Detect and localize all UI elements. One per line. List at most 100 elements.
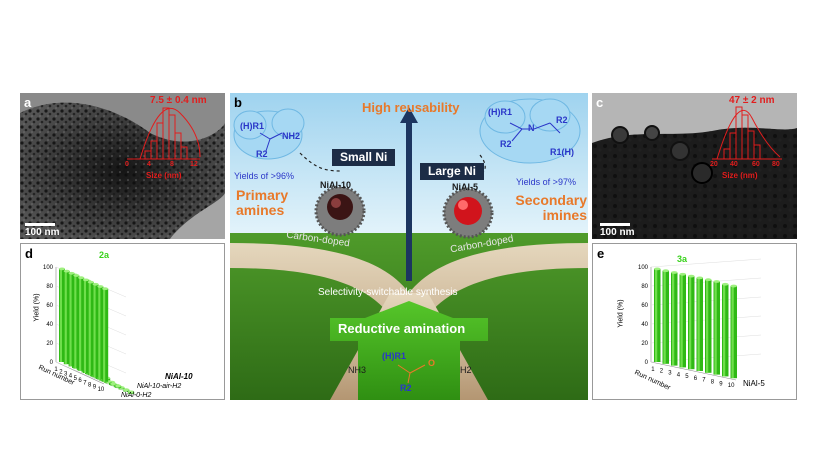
compound-label-2a: 2a	[99, 250, 110, 260]
hist-xlabel-c: Size (nm)	[722, 171, 758, 180]
chart-d-bar-cap-s0-4	[78, 276, 85, 280]
chart-d-ytick-2: 40	[46, 322, 53, 328]
amine-structure	[259, 132, 283, 152]
chart-d-ytick-3: 60	[46, 303, 53, 309]
chart-d-bar-hl-s0-4	[79, 277, 82, 371]
hist-xlabel-a: Size (nm)	[146, 171, 182, 180]
scale-bar-c	[600, 223, 630, 226]
imine-r1h: R1(H)	[550, 147, 574, 157]
amine-r2: R2	[256, 149, 268, 159]
panel-label-d: d	[25, 246, 33, 261]
chart-d-bar-cap-s0-5	[83, 278, 89, 282]
ylabel-e: Yield (%)	[617, 299, 625, 328]
chart-d-bar-cap-s0-8	[97, 285, 104, 288]
chart-e-grid-5	[650, 258, 762, 268]
chart-d-xtick-0: 1	[54, 367, 58, 373]
reagent-nh3: NH3	[348, 365, 367, 375]
chart-e-bar-hl-s0-8	[722, 284, 726, 377]
hist-tick-a-0: 0	[125, 161, 129, 168]
scene-background	[230, 93, 588, 400]
chart-d-bar-cap-s0-3	[73, 274, 80, 277]
sign-large-ni: Large Ni	[420, 163, 485, 180]
chart-d-ytick-4: 80	[46, 284, 53, 290]
chart-d-bar-hl-s0-8	[98, 286, 101, 380]
chart-e-ytick-4: 80	[641, 284, 648, 290]
chart-e-xtick-7: 8	[711, 380, 715, 386]
chart-e-bar-cap-s0-0	[654, 267, 661, 271]
hist-tick-c-1: 40	[730, 161, 738, 168]
chart-e-ytick-5: 100	[638, 265, 649, 271]
particle-size-a: 7.5 ± 0.4 nm	[150, 95, 207, 106]
hist-tick-c-0: 20	[710, 161, 718, 168]
panel-c-tem-image: c 47 ± 2 nm 20 40 60 80 Size (nm) 100 nm	[592, 93, 797, 239]
chart-d-bar-cap-s1-9	[115, 384, 122, 388]
chart-e-bar-hl-s0-5	[697, 277, 700, 371]
catalyst-sphere-right	[442, 187, 494, 239]
chart-e-xtick-5: 6	[694, 376, 698, 382]
carbonyl-r1: (H)R1	[382, 351, 406, 361]
chart-d-bar-hl-s0-2	[69, 273, 72, 367]
chart-d-bar-hl-s0-7	[93, 284, 96, 378]
dashed-arrow-left	[299, 152, 341, 172]
chart-e-bar-cap-s0-2	[671, 271, 678, 274]
chart-d-bar-cap-s0-7	[92, 282, 99, 286]
chart-e-bar-hl-s0-7	[714, 281, 717, 375]
chart-e-bar-cap-s0-1	[662, 269, 669, 273]
up-arrow	[400, 107, 418, 123]
chart-d-bar-cap-s2-8	[123, 388, 130, 392]
chart-e-xtick-4: 5	[685, 374, 689, 380]
panel-b-scheme: b High reusability (H)R1 NH2 R2 (H)R1 N …	[230, 93, 588, 400]
chart-d-bar-hl-s0-9	[103, 288, 106, 382]
chart-e-xtick-3: 4	[677, 372, 681, 378]
carbonyl-structure	[397, 364, 426, 384]
high-reusability-label: High reusability	[362, 100, 460, 115]
catalyst-sphere-left	[314, 185, 366, 237]
chart-d-ytick-1: 20	[46, 341, 53, 347]
reaction-arrow-box	[330, 301, 488, 400]
chart-d-bar-cap-s0-9	[102, 287, 109, 291]
chart-d-bar-hl-s0-3	[74, 275, 77, 369]
imine-r2-left: R2	[500, 139, 512, 149]
chart-d-xtick-7: 8	[88, 383, 92, 389]
hist-tick-a-1: 4	[147, 161, 151, 168]
chart-d-xtick-6: 7	[83, 380, 87, 386]
series-label-e-0: NiAl-5	[743, 379, 765, 388]
size-histogram-c	[712, 106, 782, 160]
chart-d-bar-cap-s0-2	[68, 271, 75, 275]
chart-e-xtick-2: 3	[668, 371, 672, 377]
chart-d-bar-s0-6	[87, 282, 94, 376]
reductive-amination-label: Reductive amination	[338, 321, 466, 336]
carbonyl-o: O	[428, 358, 436, 368]
chart-d-xtick-9: 10	[98, 387, 105, 393]
chart-e-bar-hl-s0-3	[680, 274, 683, 368]
compound-label-3a: 3a	[677, 254, 688, 264]
hist-tick-a-2: 8	[170, 161, 174, 168]
chart-e-bar-cap-s0-9	[730, 284, 737, 288]
chart-e-bar-hl-s0-4	[688, 276, 692, 370]
size-histogram-a	[127, 107, 201, 160]
chart-e-ytick-1: 20	[641, 341, 648, 347]
series-label-d-0: NiAl-10	[165, 372, 193, 381]
amine-r1: (H)R1	[240, 121, 264, 131]
chart-d-bar-cap-s1-8	[110, 382, 117, 386]
scale-label-c: 100 nm	[600, 227, 635, 238]
chart-d-bar-s0-1	[63, 271, 70, 365]
chart-e-xtick-1: 2	[660, 369, 664, 375]
chart-e-ytick-0: 0	[645, 360, 649, 366]
chart-d-bar-hl-s0-5	[83, 279, 86, 373]
ylabel-d: Yield (%)	[33, 293, 41, 322]
hist-tick-c-3: 80	[772, 161, 780, 168]
chart-e-bar-cap-s0-6	[705, 278, 712, 282]
imine-structure	[509, 122, 561, 142]
chart-e-bar-cap-s0-4	[688, 274, 695, 278]
cloud-left	[233, 108, 305, 160]
chart-d-bar-hl-s0-6	[88, 282, 91, 376]
yield-left: Yields of >96%	[234, 171, 294, 181]
imine-n: N	[528, 123, 535, 133]
catalyst-label-nial5: NiAl-5	[452, 182, 479, 192]
series-label-d-2: NiAl-0-H2	[121, 392, 152, 399]
sign-small-ni: Small Ni	[332, 149, 396, 166]
chart-d-bar-hl-s0-0	[59, 268, 62, 362]
